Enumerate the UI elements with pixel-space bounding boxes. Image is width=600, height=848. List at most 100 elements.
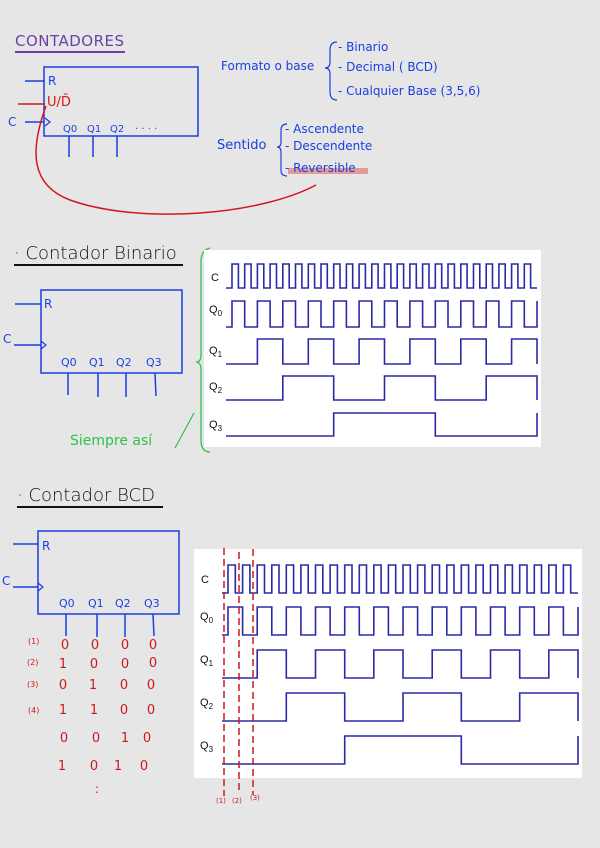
binary-output-label-q1: Q1 <box>89 356 105 369</box>
table-cell: 1 <box>120 731 130 746</box>
binary-counter-block <box>40 289 183 374</box>
waveform-q0 <box>226 300 538 328</box>
binary-wave-label-c: C <box>211 272 219 284</box>
table-cell: 1 <box>57 759 67 774</box>
table-cell: 0 <box>58 678 68 693</box>
waveform-c <box>222 564 578 594</box>
table-continuation: : <box>95 782 100 796</box>
binary-wave-label-q3: Q3 <box>209 419 223 434</box>
bcd-pin-reset: R <box>42 539 51 553</box>
reversible-highlight <box>288 168 368 174</box>
binary-wave-label-q0: Q0 <box>209 304 223 319</box>
pin-label-updown: U/D̄ <box>47 95 71 110</box>
bcd-output-label-q0: Q0 <box>59 597 75 610</box>
counter-block <box>43 66 199 137</box>
table-cell: 1 <box>113 759 123 774</box>
output-label-q0: Q0 <box>63 124 78 135</box>
table-cell: 0 <box>89 657 99 672</box>
formato-item-binario: - Binario <box>338 40 389 54</box>
waveform-c <box>226 263 537 289</box>
binary-output-label-q3: Q3 <box>146 356 162 369</box>
binary-wave-label-q1: Q1 <box>209 345 223 360</box>
table-cell: 1 <box>89 703 99 718</box>
feedback-arrow <box>35 105 317 215</box>
table-cell: 0 <box>146 678 156 693</box>
bcd-output-label-q1: Q1 <box>88 597 104 610</box>
row-index: (3) <box>27 680 39 689</box>
table-cell: 1 <box>58 703 68 718</box>
binary-timing-diagram <box>226 263 538 437</box>
sentido-label: Sentido <box>217 138 267 153</box>
table-cell: 0 <box>120 638 130 653</box>
table-cell: 1 <box>58 657 68 672</box>
row-index: (4) <box>28 706 40 715</box>
waveform-q3 <box>226 412 538 437</box>
table-cell: 0 <box>120 657 130 672</box>
output-label-q2: Q2 <box>110 124 125 135</box>
green-brace <box>195 247 211 453</box>
bcd-clock-label: C <box>2 574 11 588</box>
binary-output-label-q0: Q0 <box>61 356 77 369</box>
bcd-output-label-q3: Q3 <box>144 597 160 610</box>
table-cell: 0 <box>91 731 101 746</box>
clock-triangle-icon <box>40 340 47 350</box>
table-cell: 1 <box>88 678 98 693</box>
pin-label-reset: R <box>48 74 57 88</box>
note-arrow <box>174 412 195 449</box>
bcd-output-wire-q3 <box>152 613 155 637</box>
siempre-asi-note: Siempre así <box>70 433 153 449</box>
waveform-q2 <box>226 375 538 401</box>
bcd-counter-block <box>37 530 180 615</box>
bcd-wave-label-c: C <box>201 574 209 586</box>
row-index: (1) <box>28 637 40 646</box>
clock-triangle-icon <box>44 117 51 127</box>
formato-label: Formato o base <box>221 59 315 73</box>
row-index: (2) <box>27 658 39 667</box>
table-cell: 0 <box>148 638 158 653</box>
table-cell: 0 <box>119 703 129 718</box>
table-cell: 0 <box>90 638 100 653</box>
bcd-timing-diagram <box>222 564 579 765</box>
table-cell: 0 <box>148 656 158 671</box>
binary-clock-label: C <box>3 332 12 346</box>
bcd-wave-label-q2: Q2 <box>200 697 214 712</box>
marker-label-3: (3) <box>250 794 260 802</box>
binary-output-label-q2: Q2 <box>116 356 132 369</box>
sentido-item-ascendente: - Ascendente <box>285 122 364 136</box>
waveform-q1 <box>226 338 538 365</box>
bcd-wave-label-q0: Q0 <box>200 611 214 626</box>
formato-item-decimal: - Decimal ( BCD) <box>338 60 438 74</box>
sentido-item-reversible: - Reversible <box>285 161 356 175</box>
table-cell: 0 <box>60 638 70 653</box>
bcd-wave-label-q3: Q3 <box>200 740 214 755</box>
section-title-bcd: · Contador BCD <box>17 485 163 508</box>
table-cell: 0 <box>146 703 156 718</box>
section-title-contadores: CONTADORES <box>15 32 125 53</box>
binary-output-wire-q3 <box>154 372 157 397</box>
binary-pin-reset: R <box>44 297 53 311</box>
sentido-item-descendente: - Descendente <box>285 139 373 153</box>
formato-item-cualquier-base: - Cualquier Base (3,5,6) <box>338 84 481 98</box>
formato-brace <box>324 41 338 101</box>
table-cell: 0 <box>139 759 149 774</box>
waveform-q0 <box>222 606 579 636</box>
table-cell: 0 <box>119 678 129 693</box>
waveform-q2 <box>222 692 579 722</box>
sentido-brace <box>276 123 288 177</box>
waveform-q3 <box>222 735 579 765</box>
output-label-ellipsis: · · · · <box>135 124 158 135</box>
clock-input-label: C <box>8 115 17 129</box>
marker-label-1: (1) <box>216 797 226 805</box>
clock-triangle-icon <box>37 582 44 592</box>
bcd-wave-label-q1: Q1 <box>200 654 214 669</box>
output-label-q1: Q1 <box>87 124 102 135</box>
table-cell: 0 <box>89 759 99 774</box>
bcd-output-label-q2: Q2 <box>115 597 131 610</box>
binary-wave-label-q2: Q2 <box>209 381 223 396</box>
binary-timing-panel: C Q0 Q1 Q2 Q3 <box>204 250 541 447</box>
table-cell: 0 <box>142 731 152 746</box>
waveform-q1 <box>222 649 579 679</box>
